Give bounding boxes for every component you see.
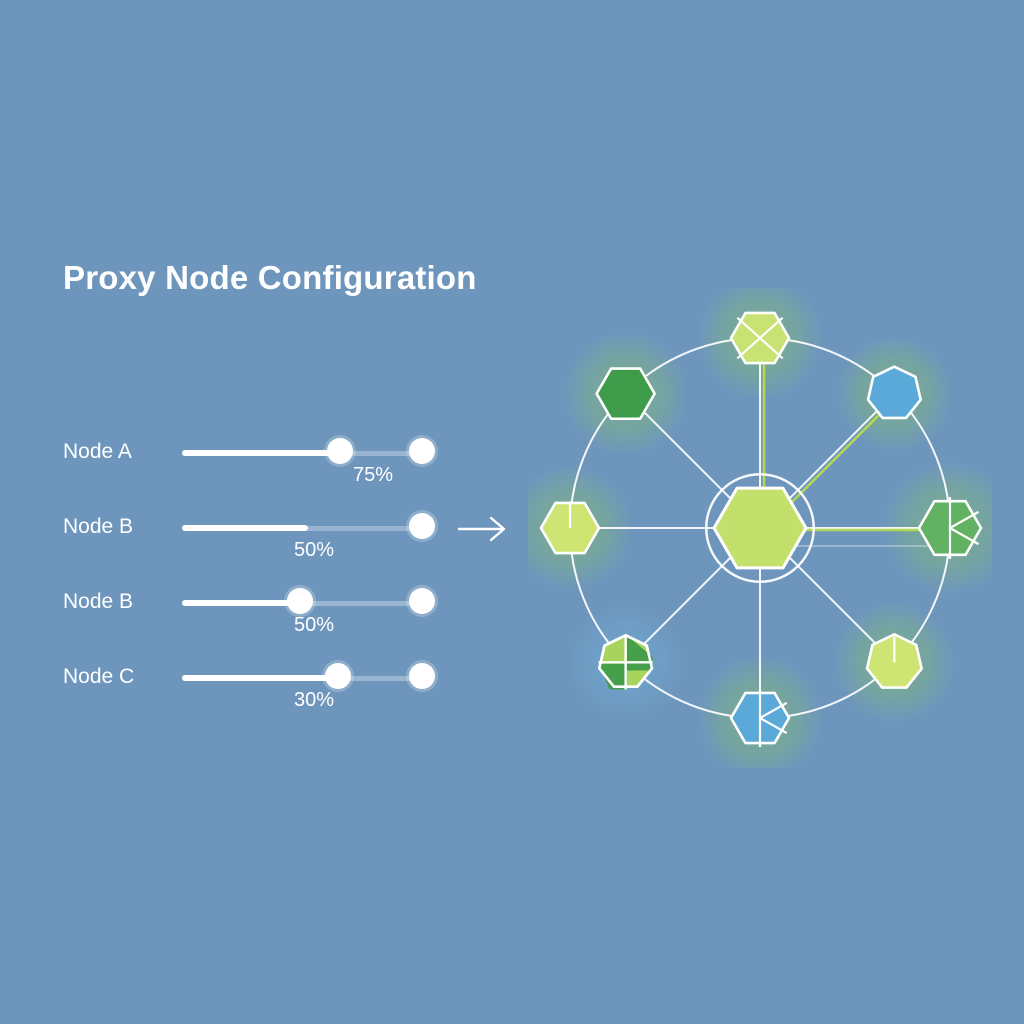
slider-fill bbox=[182, 600, 300, 606]
node-right[interactable] bbox=[917, 497, 983, 559]
slider-thumb-end[interactable] bbox=[409, 438, 435, 464]
node-bottom[interactable] bbox=[729, 689, 791, 747]
slider-thumb[interactable] bbox=[327, 438, 354, 464]
node-pattern-facets bbox=[758, 689, 788, 747]
node-shape[interactable] bbox=[866, 365, 922, 420]
node-lower-right[interactable] bbox=[865, 633, 923, 689]
node-pattern-quadrants bbox=[598, 635, 653, 690]
node-lower-left[interactable] bbox=[598, 634, 654, 690]
node-slider-panel: Node A 75% Node B 50% Node B bbox=[63, 430, 435, 711]
network-node-layer[interactable] bbox=[539, 311, 983, 747]
slider-track[interactable] bbox=[182, 525, 433, 531]
slider-row[interactable]: Node A 75% bbox=[63, 430, 435, 492]
node-top[interactable] bbox=[729, 311, 791, 365]
hub-ring bbox=[705, 473, 815, 583]
node-shape[interactable] bbox=[595, 367, 656, 421]
slider-thumb[interactable] bbox=[324, 663, 351, 689]
node-quadrant-sw bbox=[598, 663, 627, 690]
slider-label: Node B bbox=[63, 590, 134, 613]
slider-row[interactable]: Node B 50% bbox=[63, 505, 435, 567]
slider-value: 50% bbox=[294, 539, 335, 561]
arrow-right-icon bbox=[455, 512, 515, 546]
node-glow-layer bbox=[528, 288, 992, 768]
page-title: Proxy Node Configuration bbox=[63, 259, 477, 296]
proxy-node-network-diagram[interactable] bbox=[528, 288, 992, 768]
slider-thumb-end[interactable] bbox=[409, 663, 435, 689]
node-b-secondary-slider[interactable] bbox=[182, 588, 435, 614]
network-graph-svg bbox=[528, 288, 992, 768]
slider-value: 30% bbox=[294, 689, 335, 711]
slider-value: 50% bbox=[294, 614, 335, 636]
central-hub-node[interactable] bbox=[712, 486, 808, 570]
node-outline bbox=[598, 634, 654, 688]
central-hub-layer[interactable] bbox=[705, 473, 815, 583]
slider-label: Node A bbox=[63, 440, 132, 463]
slider-thumb[interactable] bbox=[409, 513, 435, 539]
node-upper-left[interactable] bbox=[595, 367, 656, 421]
slider-value: 75% bbox=[353, 464, 394, 486]
slider-thumb-end[interactable] bbox=[409, 588, 435, 614]
slider-fill bbox=[182, 450, 341, 456]
slider-fill bbox=[182, 675, 338, 681]
slider-row[interactable]: Node B 50% bbox=[63, 580, 435, 642]
node-a-slider[interactable] bbox=[182, 438, 435, 464]
node-left[interactable] bbox=[539, 501, 601, 555]
node-upper-right[interactable] bbox=[866, 365, 922, 420]
node-pattern-facets bbox=[948, 497, 980, 559]
slider-row[interactable]: Node C 30% bbox=[63, 655, 435, 717]
node-b-slider[interactable] bbox=[182, 513, 435, 539]
slider-label: Node C bbox=[63, 665, 135, 688]
slider-fill bbox=[182, 525, 308, 531]
node-c-slider[interactable] bbox=[182, 663, 435, 689]
slider-thumb[interactable] bbox=[286, 588, 313, 614]
slider-label: Node B bbox=[63, 515, 134, 538]
node-pattern-cross bbox=[736, 316, 784, 360]
